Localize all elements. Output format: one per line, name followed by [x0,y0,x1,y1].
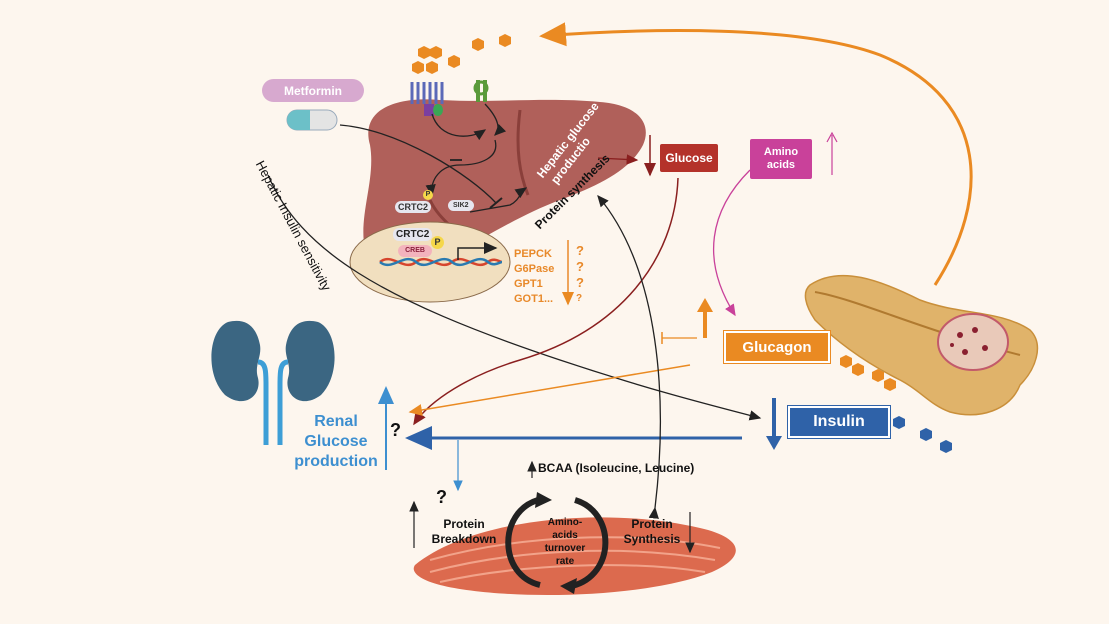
amino-acids-to-glucagon-arrow [712,169,751,317]
creb-label: CREB [398,245,432,257]
insulin-decrease-head [766,436,782,450]
dna-helix-icon [379,257,503,267]
muscle-liver-amino-acid-arrow [597,195,661,519]
insulin-hexagons [893,416,952,453]
turnover-head-left [535,492,552,508]
renal-line-3: production [294,453,378,470]
hepatic-insulin-sensitivity-arrow [267,174,762,421]
turnover-rate-label: Amino-acids turnover rate [544,517,586,567]
insulin-signal-arrow [484,103,507,136]
gene-g6pase: G6Pase [514,263,555,275]
renal-question-mark: ? [390,420,401,440]
turnover-head-right [560,578,577,594]
insulin-box: Insulin [788,406,890,438]
protein-synthesis-muscle-label: Protein Synthesis [623,517,681,546]
crtc2-cytoplasm-label: CRTC2 [395,201,432,213]
receptor-signal-arrow [431,113,487,141]
phospho-small-badge: P [423,190,433,200]
pancreas-to-liver-arrow [539,22,973,286]
gene-question: ? [576,275,584,290]
amino-acids-increase-head [826,131,838,143]
gene-question: ? [576,259,584,274]
gene-questions: ? ? ? ? [576,243,584,307]
glucagon-box: Glucagon [724,331,830,363]
glucose-box: Glucose [660,144,718,172]
glucagon-increase-head [697,298,713,312]
muscle-question-mark: ? [436,487,447,507]
turnover-arrow-left [505,497,541,588]
protein-synthesis-link [469,187,528,213]
metformin-capsule-icon [286,109,338,131]
glucose-to-kidney-arrow [413,177,679,426]
gene-got1: GOT1... [514,293,554,305]
muscle-illustration [413,517,736,595]
turnover-arrow-right [571,497,609,589]
gene-list: PEPCK G6Pase GPT1 GOT1... [514,247,554,307]
metformin-inhibition-line [339,124,497,204]
phospho-nucleus-badge: P [431,236,444,249]
insulin-receptor-icon [473,80,489,102]
sik2-label: SIK2 [448,200,474,211]
renal-line-2: Glucose [304,433,368,450]
amino-acids-box: Amino acids [750,139,812,179]
glucagon-to-kidney-arrow [408,364,691,416]
gene-question: ? [576,243,584,258]
gene-gpt1: GPT1 [514,278,543,290]
renal-line-1: Renal [314,413,358,430]
pancreas-illustration [804,274,1039,416]
nucleus [349,221,511,303]
glucagon-receptor-icon [410,82,444,116]
glucose-output-arrow [597,154,639,165]
renal-glucose-production-label: Renal Glucose production [288,412,384,472]
crtc2-translocation-arrow [425,139,497,197]
metformin-label: Metformin [262,79,364,102]
kidney-illustration [211,320,335,445]
gene-question: ? [576,293,583,304]
crtc2-nucleus-label: CRTC2 [393,228,433,241]
metformin-inhibition-bar [489,197,503,209]
transcription-start-arrow [457,242,498,260]
bcaa-label: BCAA (Isoleucine, Leucine) [538,461,695,475]
gene-pepck: PEPCK [514,248,552,260]
protein-breakdown-label: Protein Breakdown [431,517,497,546]
